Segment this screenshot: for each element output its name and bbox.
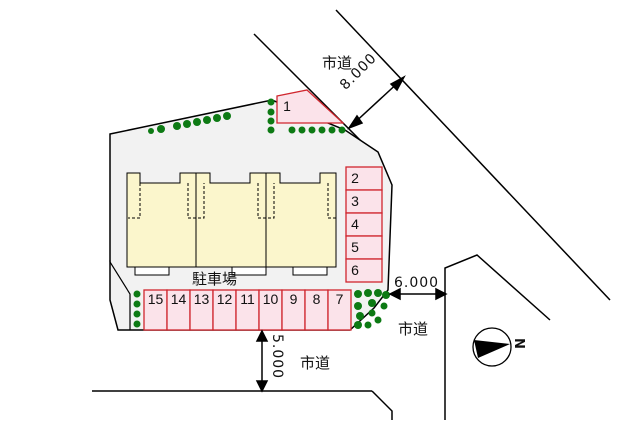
parking-spot-label: 1 — [283, 98, 291, 114]
road-top-edge-left — [253, 33, 369, 149]
parking-spot-1 — [276, 89, 345, 124]
parking-spot-label: 15 — [147, 291, 164, 307]
road-bottom-corner — [371, 390, 393, 420]
parking-spot-label: 6 — [351, 262, 359, 278]
parking-spot-label: 5 — [351, 239, 359, 255]
parking-right-column — [345, 166, 383, 283]
road-label-right: 市道 — [398, 320, 429, 338]
parking-bottom-row — [143, 289, 352, 331]
parking-lot-label: 駐車場 — [192, 270, 238, 288]
parking-spot-label: 10 — [262, 291, 279, 307]
right-lot-outline — [444, 254, 551, 420]
parking-spot-label: 7 — [335, 291, 344, 307]
north-compass-icon — [472, 327, 512, 367]
parking-spot-label: 4 — [351, 216, 359, 232]
parking-spot-label: 12 — [216, 291, 233, 307]
road-label-bottom: 市道 — [300, 354, 331, 372]
north-label: N — [510, 338, 526, 349]
parking-spot-label: 13 — [193, 291, 210, 307]
parking-spot-label: 8 — [312, 291, 321, 307]
road-top-edge-right — [335, 9, 611, 301]
road-label-top: 市道 — [322, 54, 353, 72]
dimension-arrows — [255, 75, 448, 393]
site-left-chamfer — [109, 260, 131, 330]
parking-spot-label: 14 — [170, 291, 187, 307]
parking-spot-label: 2 — [351, 170, 359, 186]
building — [126, 172, 337, 276]
road-width-bottom: 5.000 — [269, 334, 285, 380]
road-width-right: 6.000 — [394, 275, 440, 291]
parking-spot-label: 3 — [351, 193, 359, 209]
parking-spot-label: 11 — [240, 291, 255, 307]
parking-spot-label: 9 — [289, 291, 298, 307]
tree-hedge — [133, 98, 390, 329]
